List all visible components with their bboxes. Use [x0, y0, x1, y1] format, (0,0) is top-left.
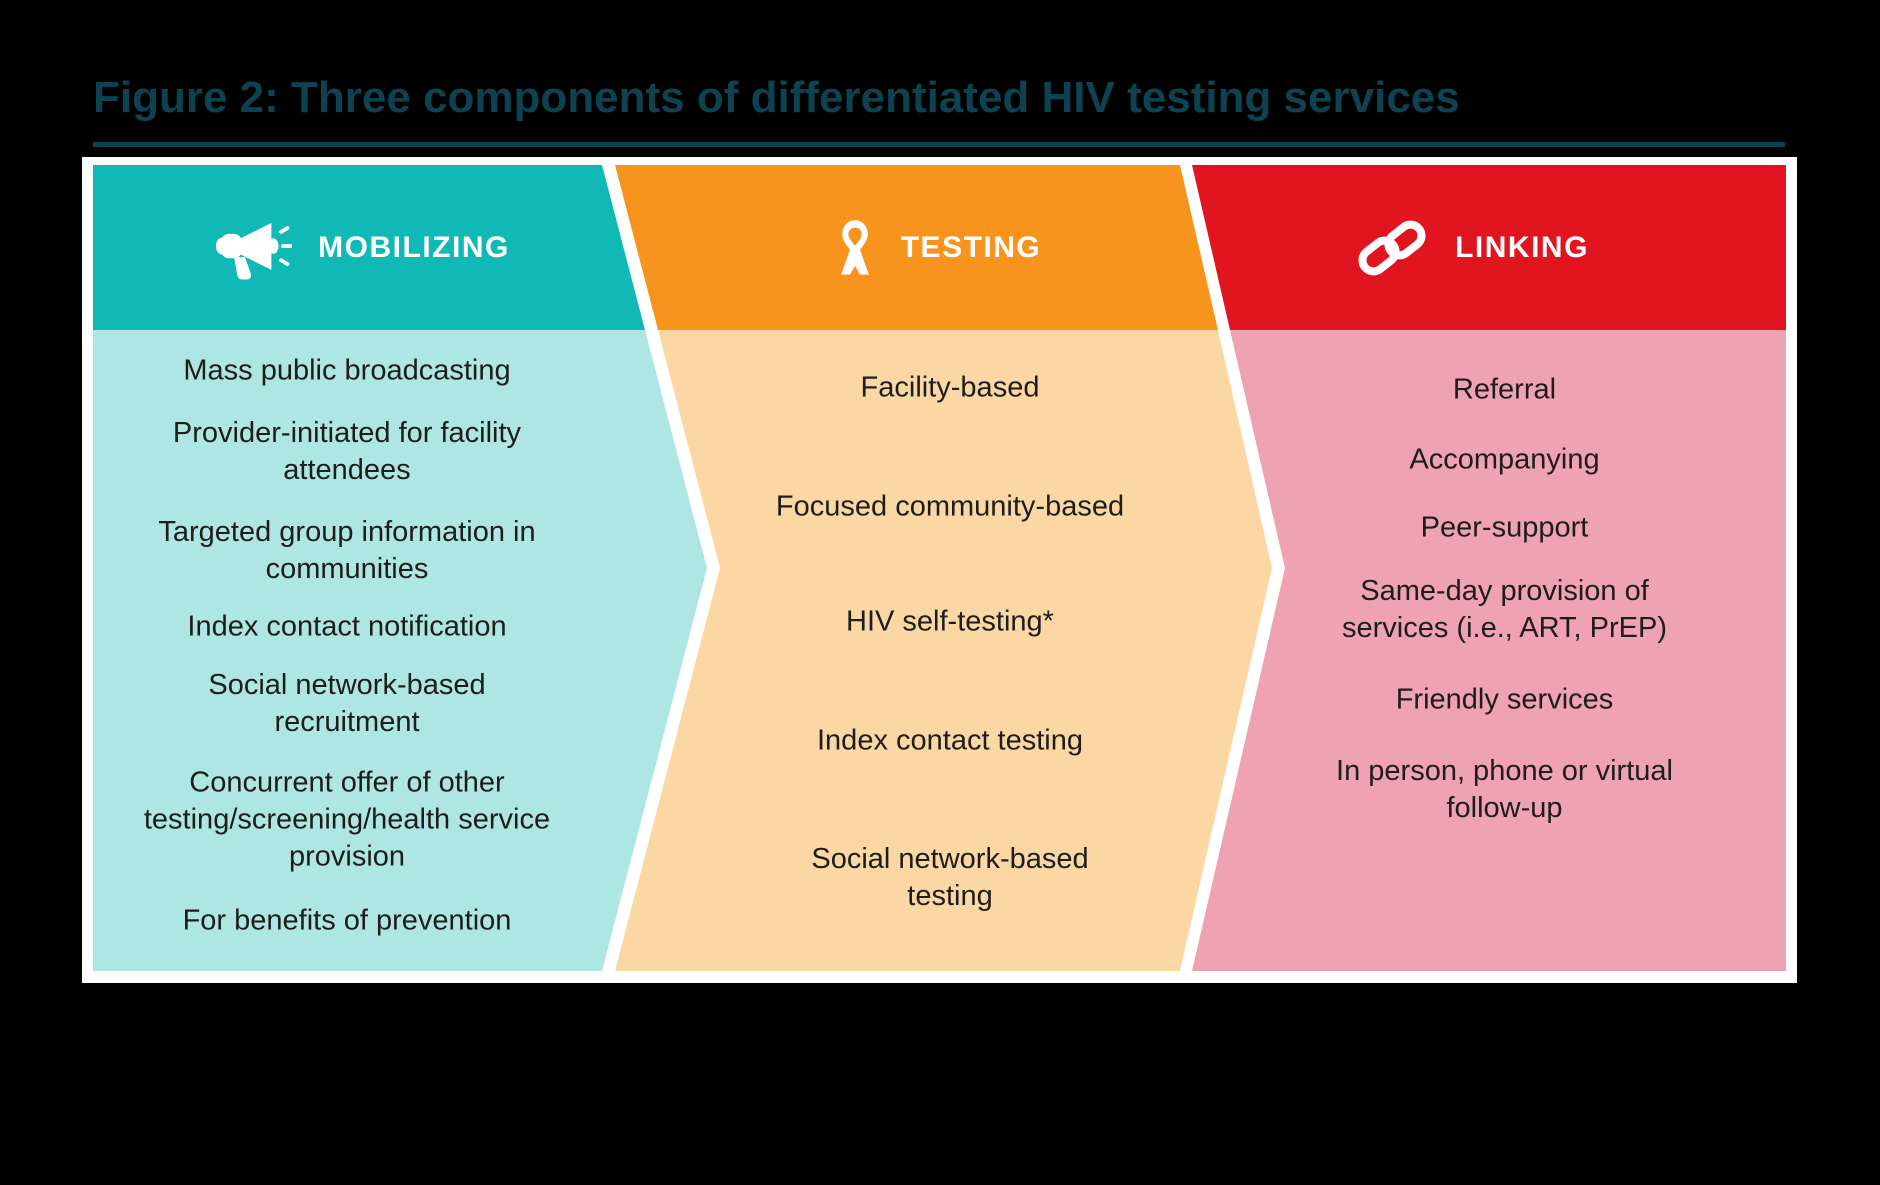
- list-item: HIV self-testing*: [846, 605, 1054, 638]
- chain-link-icon: [1355, 217, 1429, 279]
- mobilizing-header: MOBILIZING: [93, 165, 633, 330]
- chevron-shapes: [93, 165, 1786, 971]
- list-item: Facility-based: [860, 371, 1040, 404]
- list-item: For benefits of prevention: [182, 904, 512, 937]
- list-item: Targeted group information in communitie…: [158, 516, 536, 585]
- list-item: Social network-based recruitment: [208, 669, 486, 738]
- linking-header: LINKING: [1192, 165, 1752, 330]
- list-item: Same-day provision of services (i.e., AR…: [1342, 575, 1667, 644]
- linking-body-shape: [1192, 330, 1786, 971]
- ribbon-icon: [835, 219, 875, 277]
- testing-body-shape: [615, 330, 1272, 971]
- list-item: Mass public broadcasting: [183, 354, 511, 387]
- mobilizing-header-shape: [93, 165, 645, 330]
- megaphone-icon: [216, 209, 293, 287]
- list-item: Concurrent offer of other testing/screen…: [143, 766, 551, 873]
- linking-label: LINKING: [1455, 230, 1589, 264]
- list-item: Referral: [1452, 373, 1557, 406]
- list-item: Social network-based testing: [811, 843, 1089, 912]
- linking-header-shape: [1192, 165, 1786, 330]
- figure-title: Figure 2: Three components of differenti…: [93, 73, 1460, 122]
- testing-header-shape: [615, 165, 1218, 330]
- list-item: Provider-initiated for facility attendee…: [172, 417, 522, 486]
- list-item: Focused community-based: [775, 490, 1125, 523]
- list-item: Friendly services: [1395, 683, 1614, 716]
- title-underline: [93, 142, 1785, 147]
- list-item: Index contact testing: [817, 724, 1083, 757]
- list-item: Peer-support: [1420, 511, 1589, 544]
- list-item: Index contact notification: [187, 610, 507, 643]
- figure-panel: MOBILIZING TESTING LINKING M: [82, 157, 1797, 983]
- mobilizing-body-shape: [93, 330, 707, 971]
- list-item: In person, phone or virtual follow-up: [1336, 755, 1673, 824]
- testing-header: TESTING: [658, 165, 1218, 330]
- list-item: Accompanying: [1409, 443, 1600, 476]
- mobilizing-label: MOBILIZING: [318, 230, 510, 264]
- testing-label: TESTING: [900, 230, 1042, 264]
